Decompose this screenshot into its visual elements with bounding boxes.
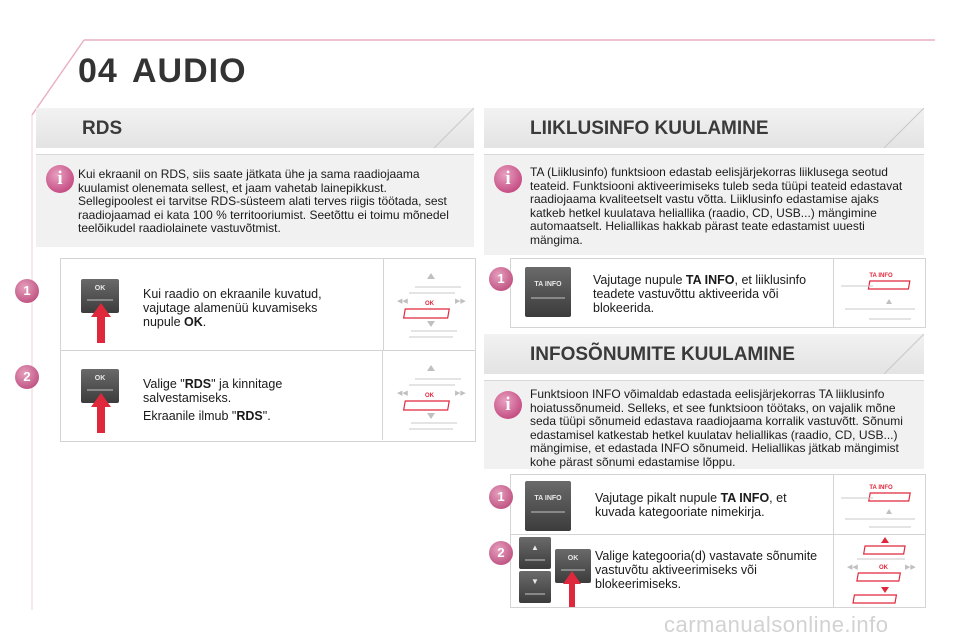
step-text: Valige kategooria(d) vastavate sõnumite … — [595, 549, 818, 591]
press-arrow-icon — [91, 303, 111, 343]
info-text: Funktsioon INFO võimaldab edastada eelis… — [530, 387, 903, 469]
ta-info-diagram: TA INFO — [841, 273, 915, 320]
svg-text:OK: OK — [879, 565, 889, 571]
control-diagram: ◀◀ ▶▶ OK — [847, 537, 916, 604]
section-header-traffic: LIIKLUSINFO KUULAMINE — [484, 108, 924, 148]
ta-info-button[interactable]: TA INFO — [525, 267, 571, 317]
step-box-category: ▲ ▼ OK Valige kategooria(d) vastavate sõ… — [489, 534, 926, 608]
svg-text:TA INFO: TA INFO — [869, 485, 893, 491]
section-title: INFOSÕNUMITE KUULAMINE — [530, 344, 795, 365]
press-arrow-icon — [563, 571, 581, 607]
step-box-ta-long: TA INFO Vajutage pikalt nupule TA INFO, … — [489, 474, 926, 536]
step-text: Vajutage nupule TA INFO, et liiklusinfo … — [593, 273, 807, 315]
svg-text:◀◀: ◀◀ — [397, 390, 408, 397]
header-diagonal — [884, 334, 924, 374]
up-button[interactable]: ▲ — [519, 537, 551, 569]
down-button[interactable]: ▼ — [519, 571, 551, 603]
step-box-ta: TA INFO Vajutage nupule TA INFO, et liik… — [489, 258, 926, 328]
watermark: carmanualsonline.info — [664, 612, 889, 637]
svg-text:OK: OK — [425, 301, 435, 307]
svg-text:▶▶: ▶▶ — [455, 298, 466, 305]
info-icon: i — [494, 391, 522, 419]
info-box-traffic: i TA (Liiklusinfo) funktsioon edastab ee… — [484, 154, 924, 255]
step-number-badge: 2 — [15, 365, 39, 389]
step-number-badge: 1 — [489, 485, 513, 509]
svg-text:◀◀: ◀◀ — [397, 298, 408, 305]
step-text: Kui raadio on ekraanile kuvatud, vajutag… — [143, 287, 322, 329]
chapter-number: 04 — [78, 52, 118, 90]
control-diagram: ◀◀ ▶▶ OK — [397, 365, 466, 430]
info-icon: i — [494, 165, 522, 193]
section-title: LIIKLUSINFO KUULAMINE — [530, 118, 769, 139]
step-number-badge: 1 — [15, 279, 39, 303]
header-diagonal — [884, 108, 924, 148]
step-box-2: OK Valige "RDS" ja kinnitage salvestamis… — [15, 350, 476, 442]
section-title: RDS — [82, 118, 123, 139]
info-text: Kui ekraanil on RDS, siis saate jätkata … — [78, 167, 449, 236]
chapter-title: AUDIO — [132, 52, 247, 90]
svg-text:TA INFO: TA INFO — [869, 273, 893, 279]
svg-text:◀◀: ◀◀ — [847, 564, 858, 571]
step-text: Vajutage pikalt nupule TA INFO, et kuvad… — [595, 491, 787, 519]
section-header-rds: RDS — [36, 108, 474, 148]
svg-text:▶▶: ▶▶ — [905, 564, 916, 571]
step-number-badge: 2 — [489, 541, 513, 565]
svg-text:OK: OK — [425, 393, 435, 399]
section-header-info-messages: INFOSÕNUMITE KUULAMINE — [484, 334, 924, 374]
control-diagram: ◀◀ ▶▶ OK — [397, 273, 466, 338]
info-text: TA (Liiklusinfo) funktsioon edastab eeli… — [530, 165, 903, 247]
step-box-1: OK Kui raadio on ekraanile kuvatud, vaju… — [15, 258, 476, 352]
info-icon: i — [46, 165, 74, 193]
info-box-rds: i Kui ekraanil on RDS, siis saate jätkat… — [36, 154, 474, 247]
ta-info-diagram: TA INFO — [841, 485, 915, 528]
header-diagonal — [434, 108, 474, 148]
ta-info-button[interactable]: TA INFO — [525, 481, 571, 531]
svg-text:▶▶: ▶▶ — [455, 390, 466, 397]
step-text: Valige "RDS" ja kinnitage salvestamiseks… — [143, 377, 283, 423]
info-box-info-messages: i Funktsioon INFO võimaldab edastada eel… — [484, 380, 924, 469]
press-arrow-icon — [91, 393, 111, 433]
step-number-badge: 1 — [489, 267, 513, 291]
ok-button[interactable]: OK — [81, 279, 119, 313]
